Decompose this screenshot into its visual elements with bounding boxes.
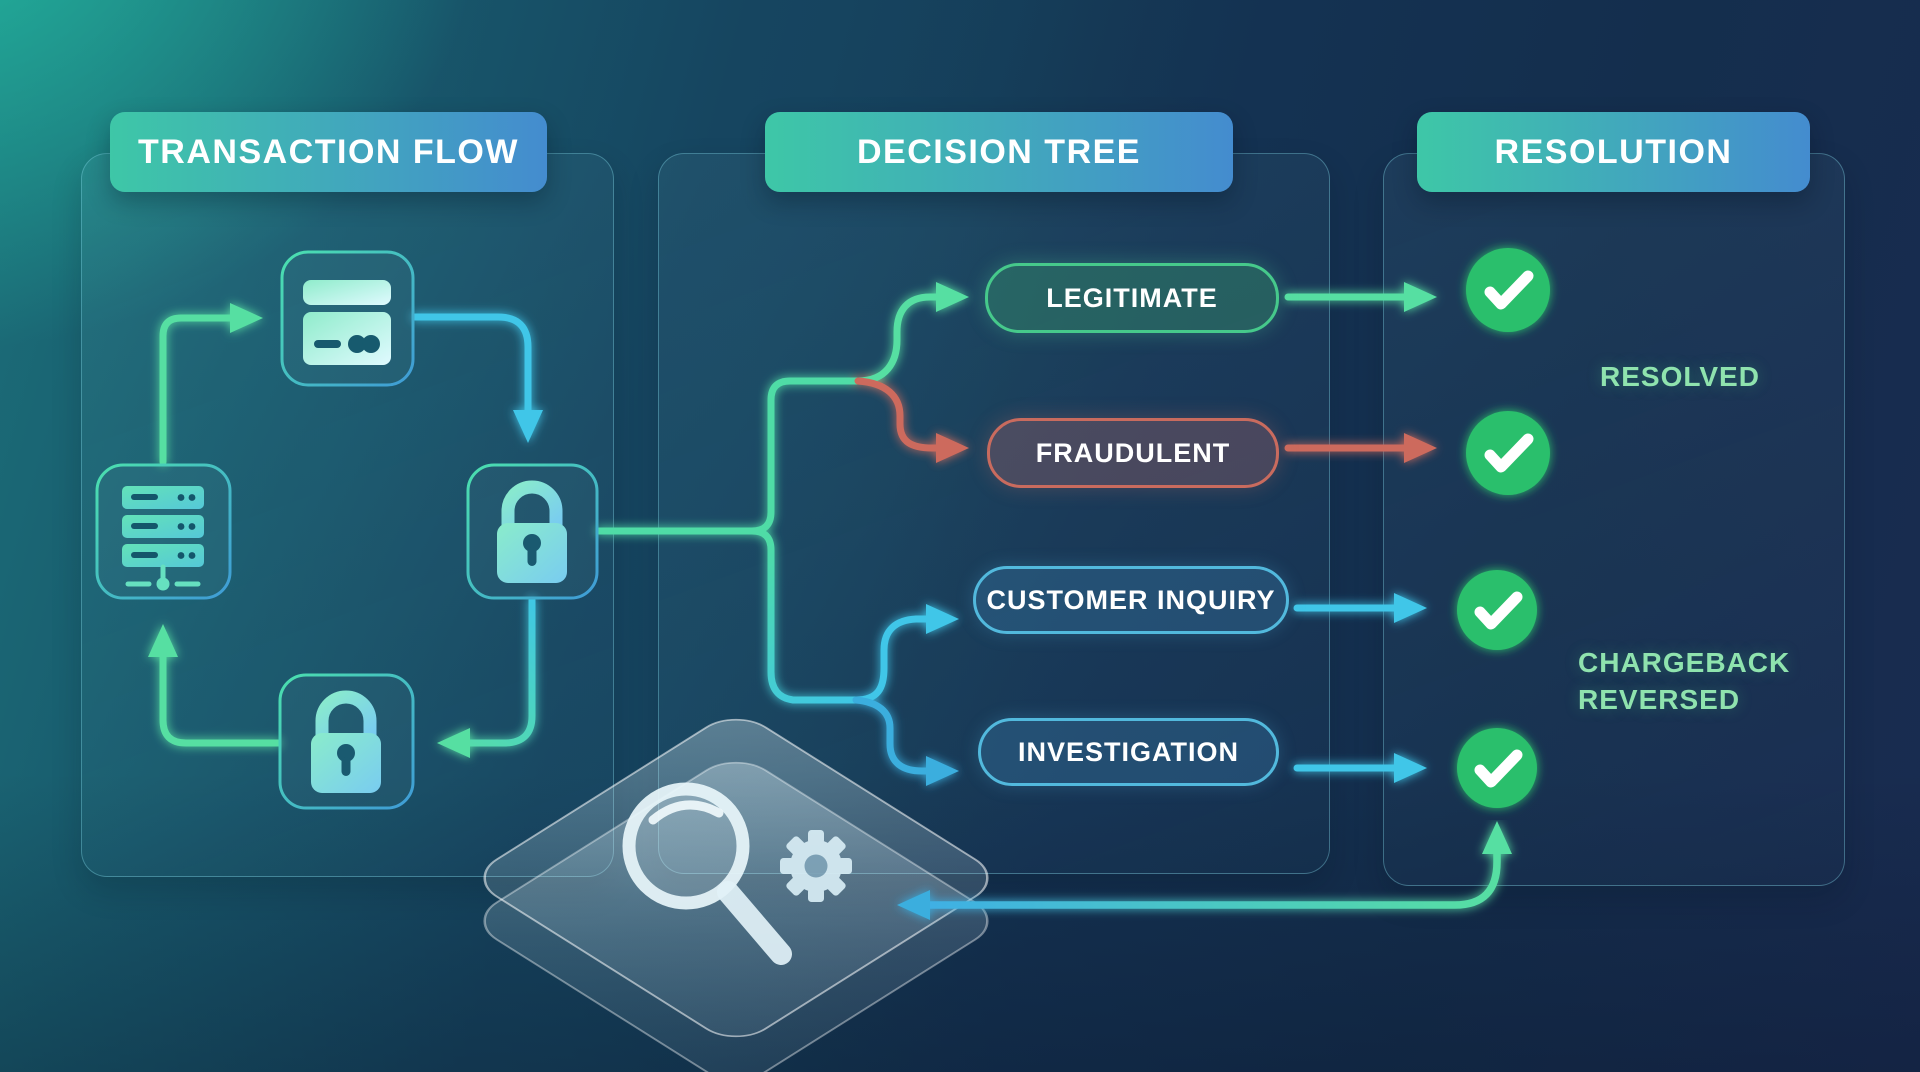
chargeback-text-line2: REVERSED [1578,684,1741,715]
decision-legitimate: LEGITIMATE [985,263,1279,333]
decision-legitimate-label: LEGITIMATE [1046,282,1218,313]
header-resolution: RESOLUTION [1417,112,1810,192]
header-transaction-flow-label: TRANSACTION FLOW [138,132,519,171]
arrow-card-to-lock [411,313,543,443]
decision-investigation: INVESTIGATION [978,718,1279,786]
server-icon [122,486,204,591]
decision-customer-inquiry-label: CUSTOMER INQUIRY [986,584,1276,615]
secure-lock-icon [497,480,567,583]
check-circle-chargeback-2 [1457,728,1537,808]
check-circle-resolved-2 [1466,411,1550,495]
resolved-text: RESOLVED [1600,361,1760,392]
header-decision-tree-label: DECISION TREE [857,132,1141,171]
decision-fraudulent: FRAUDULENT [987,418,1279,488]
gear-icon [780,830,852,902]
arrow-lock-to-lock2 [437,596,536,758]
arrow-server-to-card [159,303,263,466]
header-transaction-flow: TRANSACTION FLOW [110,112,547,192]
arrow-to-legitimate [854,282,969,385]
decision-fraudulent-label: FRAUDULENT [1035,437,1231,468]
arrow-to-customer-inquiry [852,604,959,704]
tree-branch-down [748,527,860,704]
header-decision-tree: DECISION TREE [765,112,1233,192]
magnifier-icon [622,782,792,965]
outcome-resolved-label: RESOLVED [1600,358,1760,395]
decision-investigation-label: INVESTIGATION [1017,736,1239,767]
confirmation-lock-icon [311,690,381,793]
arrow-to-investigation [852,696,959,786]
check-circle-chargeback-1 [1457,570,1537,650]
tree-branch-up [748,377,862,535]
analysis-glass-panel [483,718,989,1072]
arrow-feedback-loop [897,821,1512,920]
check-circle-resolved-1 [1466,248,1550,332]
credit-card-icon [303,280,391,365]
arrow-to-fraudulent [854,377,969,463]
arrow-lock2-to-server [148,624,282,747]
chargeback-text-line1: CHARGEBACK [1578,647,1791,678]
outcome-chargeback-label: CHARGEBACK REVERSED [1578,644,1790,718]
header-resolution-label: RESOLUTION [1494,132,1733,171]
decision-customer-inquiry: CUSTOMER INQUIRY [973,566,1289,634]
